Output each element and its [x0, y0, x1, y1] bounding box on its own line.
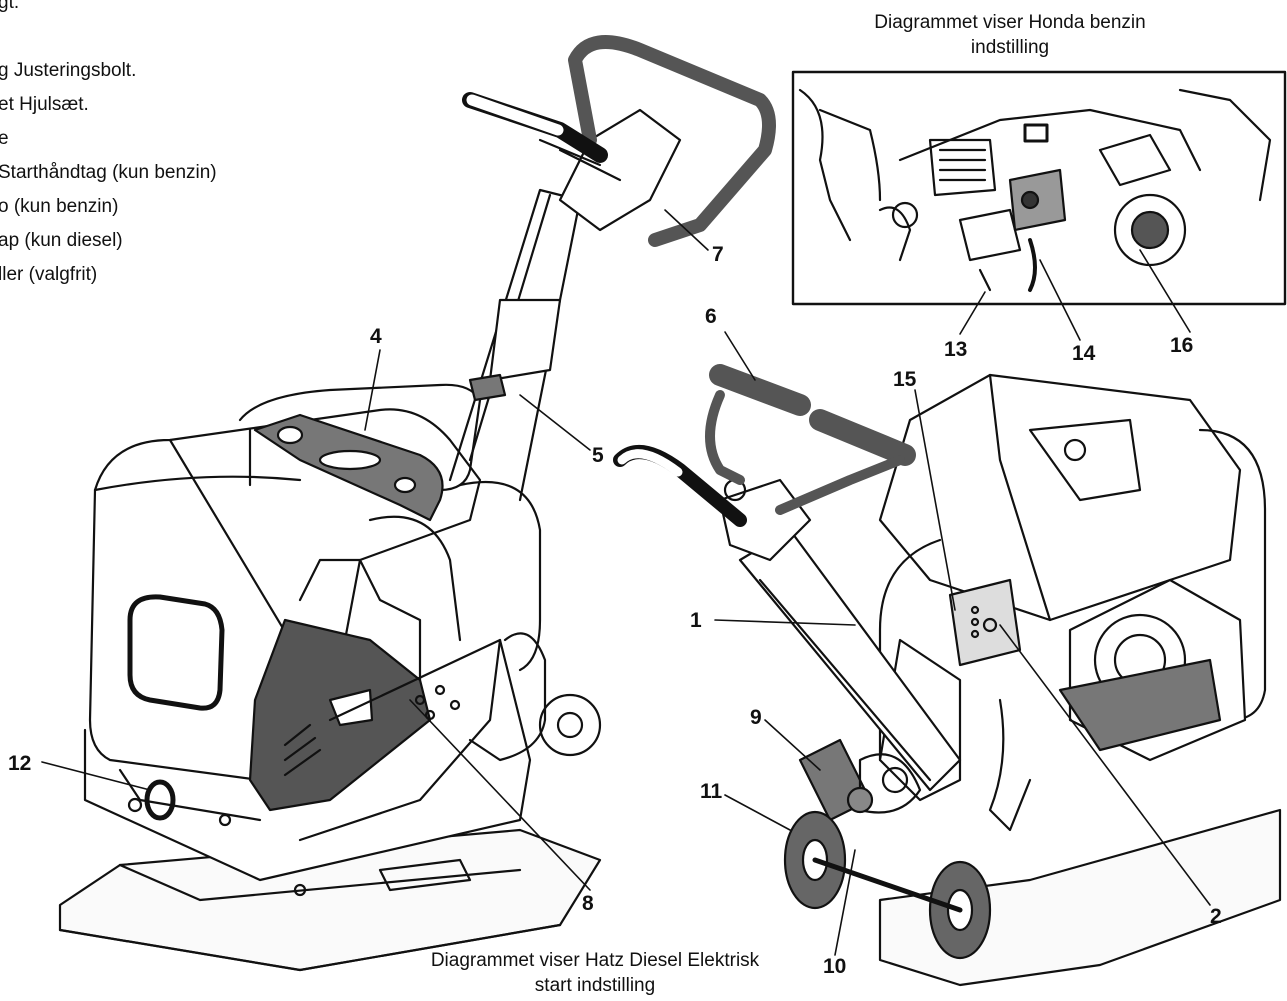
hatz-caption-line1: Diagrammet viser Hatz Diesel Elektrisk	[430, 950, 760, 971]
legend-line: gt.	[0, 0, 20, 13]
callout-11: 11	[700, 780, 723, 803]
honda-caption-line1: Diagrammet viser Honda benzin	[874, 12, 1146, 33]
callout-13: 13	[944, 338, 968, 361]
callout-10: 10	[823, 955, 847, 978]
callout-16: 16	[1170, 334, 1194, 357]
legend-line: Starthåndtag (kun benzin)	[0, 162, 217, 183]
left-compactor	[58, 35, 776, 972]
callout-12: 12	[8, 752, 32, 775]
callout-4: 4	[370, 325, 382, 348]
legend-line: e	[0, 128, 9, 149]
leader-lines	[41, 209, 1211, 956]
callout-6: 6	[705, 305, 717, 328]
legend-line: ller (valgfrit)	[0, 264, 98, 285]
honda-inset	[791, 70, 1287, 306]
legend-line: et Hjulsæt.	[0, 94, 89, 115]
callout-2: 2	[1210, 905, 1222, 928]
callout-8: 8	[582, 892, 594, 915]
parts-legend: gt. g Justeringsbolt. et Hjulsæt. e Star…	[0, 0, 217, 292]
honda-caption-line2: indstilling	[970, 37, 1050, 58]
callout-5: 5	[592, 444, 604, 467]
right-compactor	[613, 364, 1282, 987]
legend-line: o (kun benzin)	[0, 196, 119, 217]
callout-1: 1	[690, 609, 702, 632]
hatz-caption: Diagrammet viser Hatz Diesel Elektrisk s…	[360, 948, 830, 998]
callout-14: 14	[1072, 342, 1096, 365]
legend-line: ap (kun diesel)	[0, 230, 123, 251]
callout-15: 15	[893, 368, 917, 391]
callout-7: 7	[712, 243, 724, 266]
callout-9: 9	[750, 706, 762, 729]
hatz-caption-line2: start indstilling	[534, 975, 656, 996]
legend-line: g Justeringsbolt.	[0, 60, 137, 81]
honda-caption: Diagrammet viser Honda benzin indstillin…	[800, 10, 1220, 60]
